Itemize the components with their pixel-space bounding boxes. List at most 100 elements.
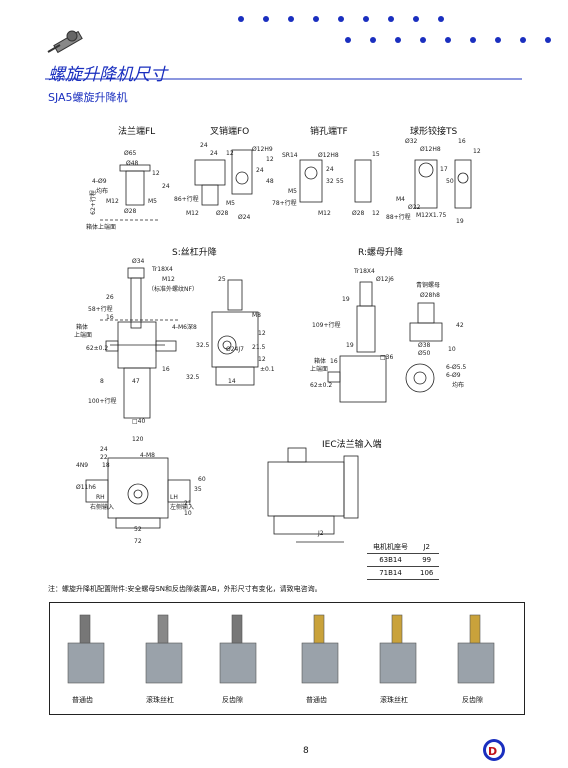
dim: M12 [186,210,199,217]
dim: 62±0.2 [310,382,333,389]
dim: □40 [132,418,146,425]
photo-caption: 反齿隙 [222,696,243,704]
end-label-ts: 球形铰接TS [410,127,458,137]
dim: 18 [102,462,110,469]
dim: 21 [184,500,192,507]
dim: Ø12H9 [252,146,273,153]
dim: ±0.1 [260,366,275,373]
dim: Ø28h8 [420,292,440,299]
dim: 4-M8 [140,452,155,459]
dim: 10 [184,510,192,517]
dim: 12 [266,156,274,163]
table-header: 电机机座号 [367,541,414,554]
dim: Ø38 [418,342,431,349]
dim: Ø32 [405,138,418,145]
page-number: 8 [303,746,309,756]
dim: Ø34 [132,258,145,265]
dim: 58+行程 [88,306,113,313]
dim: 均布 [96,188,109,195]
dim: 4-Ø9 [92,178,107,185]
end-label-fo: 叉销端FO [210,127,250,137]
dim: 19 [456,218,464,225]
dim: M12 [162,276,175,283]
dim: 4N9 [76,462,89,469]
dim: Ø12j6 [376,276,394,283]
product-photos [67,614,495,684]
end-label-tf: 销孔端TF [310,127,348,137]
dim: M8 [252,312,261,319]
dim: 6-Ø9 [446,372,461,379]
s-view-title: S:丝杠升降 [172,248,217,258]
table-cell: 99 [414,553,440,567]
dim: 上端面 [310,366,329,373]
dim: 箱体 [76,324,89,331]
dim: M12 [318,210,331,217]
r-view-title: R:螺母升降 [358,248,404,258]
dim: Ø12H8 [420,146,441,153]
dim: 50 [446,178,454,185]
dim: 72 [134,538,142,545]
dim: M12 [106,198,119,205]
dim: □36 [380,354,394,361]
dim: Tr18X4 [354,268,375,275]
dim: Ø11h6 [76,484,96,491]
dim: 55 [336,178,344,185]
dim: 21.5 [252,344,266,351]
product-photo-panel: 普通齿 滚珠丝杠 反齿隙 普通齿 滚珠丝杠 反齿隙 [49,602,525,715]
dim: Ø12H8 [318,152,339,159]
dim: M5 [148,198,157,205]
dim: Ø22 [408,204,421,211]
dim: 24 [162,183,170,190]
dim: M5 [288,188,297,195]
dim: 109+行程 [312,322,341,329]
dim: 青铜螺母 [416,282,441,289]
dim: Ø48 [126,160,139,167]
table-cell: 106 [414,566,440,580]
dim: 8 [100,378,104,385]
dim: Tr18X4 [152,266,173,273]
dim: 88+行程 [386,214,411,221]
dim: SR14 [282,152,298,159]
dim: 35 [194,486,202,493]
table-cell: 71B14 [367,566,414,580]
dim: 24 [256,167,264,174]
dim: 左侧输入 [170,504,195,511]
dim: 箱体 [314,358,327,365]
table-header: J2 [414,541,440,554]
dim: 24 [200,142,208,149]
dim: RH [96,494,105,501]
dim: 12 [258,330,266,337]
dim: Ø24 [238,214,251,221]
dim: 24 [326,166,334,173]
dim: 19 [346,342,354,349]
dim: 12 [226,150,234,157]
dim: 24 [100,446,108,453]
footnote: 注：螺旋升降机配置附件:安全螺母SN和反齿隙装置AB，外形尺寸有变化，请致电咨询… [48,585,322,593]
page-subtitle: SJA5螺旋升降机 [48,91,128,104]
dim: 右侧输入 [90,504,115,511]
dim: Ø24J7 [226,346,244,353]
dim: 48 [266,178,274,185]
dim: 4-M6深8 [172,324,197,331]
table-row: 71B14 106 [367,566,440,580]
company-logo: D [483,739,505,761]
dim: 均布 [452,382,465,389]
dim: 42 [456,322,464,329]
dim: M12X1.75 [416,212,447,219]
end-label-fl: 法兰端FL [118,127,156,137]
dim: 16 [458,138,466,145]
dim: 32.5 [186,374,200,381]
dim: 86+行程 [174,196,199,203]
r-view-drawing [327,281,443,403]
dim: 100+行程 [88,398,117,405]
dim: 17 [440,166,448,173]
dim: 26 [106,294,114,301]
dim: 16 [106,314,114,321]
dim: J2 [318,530,324,537]
photo-caption: 普通齿 [72,696,93,704]
dim: Ø28 [352,210,365,217]
dim: 上端面 [74,332,93,339]
dim: 14 [228,378,236,385]
s-view-drawing [100,267,259,419]
dim: 12 [258,356,266,363]
